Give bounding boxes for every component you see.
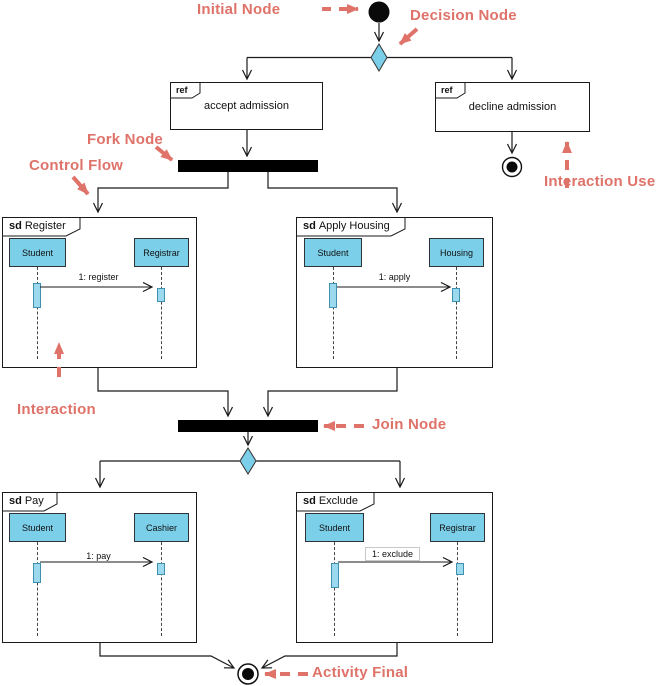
lifeline-student bbox=[37, 542, 38, 636]
frame-tag: sd bbox=[9, 220, 22, 232]
message-label: 1: pay bbox=[41, 551, 156, 561]
ref-frame-accept-admission: ref accept admission bbox=[170, 82, 323, 130]
annotation-arrow-fork-node bbox=[154, 145, 174, 162]
annotation-decision-node: Decision Node bbox=[410, 7, 517, 24]
annotation-interaction: Interaction bbox=[17, 401, 96, 418]
lifeline-housing bbox=[456, 267, 457, 359]
frame-tag: sd bbox=[9, 495, 22, 507]
control-flow-line bbox=[99, 643, 234, 668]
control-flow-line bbox=[267, 172, 397, 212]
lifeline-student bbox=[334, 542, 335, 636]
ref-frame-tag: ref bbox=[176, 85, 188, 95]
lifeline-cashier bbox=[161, 542, 162, 636]
decision-node bbox=[370, 43, 388, 72]
annotation-join-node: Join Node bbox=[372, 416, 447, 433]
final-node-dot bbox=[506, 161, 518, 173]
annotation-arrow-decision-node bbox=[398, 27, 419, 46]
activation-bar bbox=[452, 288, 460, 302]
activation-bar bbox=[157, 288, 165, 302]
activation-bar bbox=[157, 563, 165, 575]
activation-bar bbox=[329, 283, 337, 308]
activity-final-dot bbox=[242, 668, 254, 680]
frame-tag: sd bbox=[303, 220, 316, 232]
annotation-activity-final: Activity Final bbox=[312, 664, 409, 681]
initial-node bbox=[368, 1, 390, 23]
activity-final-node bbox=[237, 663, 259, 685]
annotation-fork-node: Fork Node bbox=[87, 131, 163, 148]
annotation-initial-node: Initial Node bbox=[197, 1, 281, 18]
lifeline-head-student: Student bbox=[304, 238, 362, 267]
lifeline-head-housing: Housing bbox=[429, 238, 484, 267]
lifeline-student bbox=[37, 267, 38, 359]
frame-name: Apply Housing bbox=[318, 220, 390, 232]
frame-name: Exclude bbox=[318, 495, 358, 507]
ref-frame-tag: ref bbox=[441, 85, 453, 95]
message-label: 1: register bbox=[41, 272, 156, 282]
lifeline-registrar bbox=[457, 542, 458, 636]
activation-bar bbox=[331, 563, 339, 588]
lifeline-head-student: Student bbox=[9, 238, 66, 267]
decision-node bbox=[239, 447, 257, 475]
control-flow-line bbox=[97, 368, 228, 416]
activation-bar bbox=[33, 563, 41, 583]
ref-frame-decline-admission: ref decline admission bbox=[435, 82, 590, 132]
frame-tag: sd bbox=[303, 495, 316, 507]
lifeline-head-student: Student bbox=[9, 513, 66, 542]
activation-bar bbox=[456, 563, 464, 575]
annotation-arrow-control-flow bbox=[71, 175, 90, 196]
interaction-use-name: accept admission bbox=[204, 100, 289, 112]
lifeline-head-cashier: Cashier bbox=[134, 513, 189, 542]
control-flow-line bbox=[98, 172, 229, 212]
annotation-interaction-use: Interaction Use bbox=[544, 173, 656, 190]
message-label: 1: apply bbox=[337, 272, 452, 282]
lifeline-registrar bbox=[161, 267, 162, 359]
fork-bar bbox=[178, 160, 318, 172]
lifeline-head-registrar: Registrar bbox=[430, 513, 485, 542]
annotation-control-flow: Control Flow bbox=[29, 157, 124, 174]
lifeline-student bbox=[333, 267, 334, 359]
join-bar bbox=[178, 420, 318, 432]
frame-name: Pay bbox=[24, 495, 44, 507]
lifeline-head-student: Student bbox=[305, 513, 364, 542]
message-label: 1: exclude bbox=[365, 547, 421, 561]
lifeline-head-registrar: Registrar bbox=[134, 238, 189, 267]
frame-name: Register bbox=[24, 220, 66, 232]
interaction-use-name: decline admission bbox=[468, 101, 557, 113]
final-node bbox=[501, 156, 523, 178]
activation-bar bbox=[33, 283, 41, 308]
control-flow-line bbox=[268, 368, 398, 416]
